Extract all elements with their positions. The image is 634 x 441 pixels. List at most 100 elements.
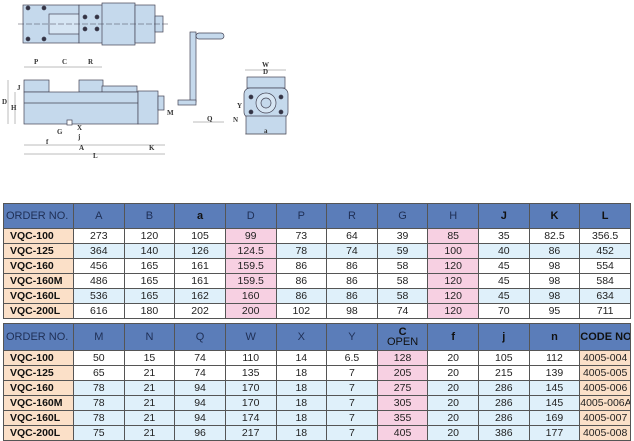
table-cell: 174 [224,410,277,426]
dim-label-f: f [46,138,49,146]
order-no-cell: VQC-160 [3,380,74,396]
table-cell: 98 [528,273,581,289]
column-header: B [123,203,176,229]
top-view [18,2,170,46]
table-cell: 554 [579,258,631,274]
dim-label-a: a [264,127,268,135]
table-cell: 74 [326,243,378,259]
dim-label-N: N [233,116,238,124]
table-cell: 159.5 [224,273,277,289]
table-cell: 177 [528,425,581,441]
table-cell: 286 [478,380,530,396]
table-cell: 64 [326,228,378,244]
table-cell: 58 [376,273,429,289]
table-cell: 45 [478,273,530,289]
table-cell: 110 [224,350,277,366]
dim-label-J: J [17,84,21,92]
dim-label-G: G [57,128,63,136]
table-cell: 634 [579,288,631,304]
column-header-label: B [145,210,154,222]
column-header-label: R [347,210,356,222]
table-cell: 161 [174,258,226,274]
dim-label-Y: Y [237,102,242,110]
order-no-cell: VQC-100 [3,350,74,366]
column-header-label: Q [195,331,205,343]
column-header: n [528,323,581,351]
table-cell: 20 [427,350,479,366]
table-cell: 4005-008 [579,425,631,441]
column-header: D [224,203,277,229]
table-cell: 74 [376,303,429,319]
table-cell: 170 [224,395,277,411]
table-cell: 45 [478,288,530,304]
dim-label-D2: D [263,68,268,76]
order-no-cell: VQC-160M [3,273,74,289]
table-cell: 21 [123,380,176,396]
table-cell: 145 [528,395,581,411]
table-cell: 74 [174,365,226,381]
table-cell: 59 [376,243,429,259]
table-cell: 286 [478,395,530,411]
table-cell: 584 [579,273,631,289]
table-cell: 18 [275,410,328,426]
column-header: CODE NO. [579,323,631,351]
dim-label-D: D [2,98,7,106]
table-cell: 20 [427,395,479,411]
table-cell: 355 [376,410,429,426]
table-cell: 120 [427,303,479,319]
table-cell: 120 [427,273,479,289]
table-cell: 21 [123,425,176,441]
table-cell: 18 [275,380,328,396]
table-cell: 165 [123,288,176,304]
table-cell: 205 [376,365,429,381]
dim-label-A: A [79,144,84,152]
table-cell: 4005-005 [579,365,631,381]
table-cell: 452 [579,243,631,259]
table-cell: 15 [123,350,176,366]
column-header: a [174,203,226,229]
column-header: Y [326,323,378,351]
dim-label-H: H [11,104,17,112]
table-cell: 486 [73,273,125,289]
table-cell: 18 [275,395,328,411]
table-cell: 98 [326,303,378,319]
column-header-label: N [145,331,154,343]
table-cell: 217 [224,425,277,441]
table-cell: 165 [123,273,176,289]
table-cell: 180 [123,303,176,319]
table-cell: 65 [73,365,125,381]
column-header: X [275,323,328,351]
table-cell: 45 [478,258,530,274]
table-cell: 165 [123,258,176,274]
column-header: L [579,203,631,229]
dim-label-L: L [93,152,98,160]
column-header-label: G [398,210,407,222]
table-cell: 35 [478,228,530,244]
column-header-label: Y [348,331,356,343]
table-cell: 275 [376,380,429,396]
table-cell: 169 [528,410,581,426]
vise-technical-drawing: P C R D H J X G j f A L K M Q W D Y N a [2,2,289,160]
table-cell: 82.5 [528,228,581,244]
column-header-label: j [502,331,506,343]
table-cell: 7 [326,410,378,426]
order-no-cell: VQC-125 [3,243,74,259]
column-header-label: L [601,210,609,222]
table-cell: 7 [326,365,378,381]
column-header-label: C [398,326,407,338]
table-cell: 94 [174,395,226,411]
table-cell: 536 [73,288,125,304]
table-cell: 105 [174,228,226,244]
table-cell: 21 [123,410,176,426]
table-cell: 120 [427,288,479,304]
table-cell: 616 [73,303,125,319]
table-cell: 120 [123,228,176,244]
